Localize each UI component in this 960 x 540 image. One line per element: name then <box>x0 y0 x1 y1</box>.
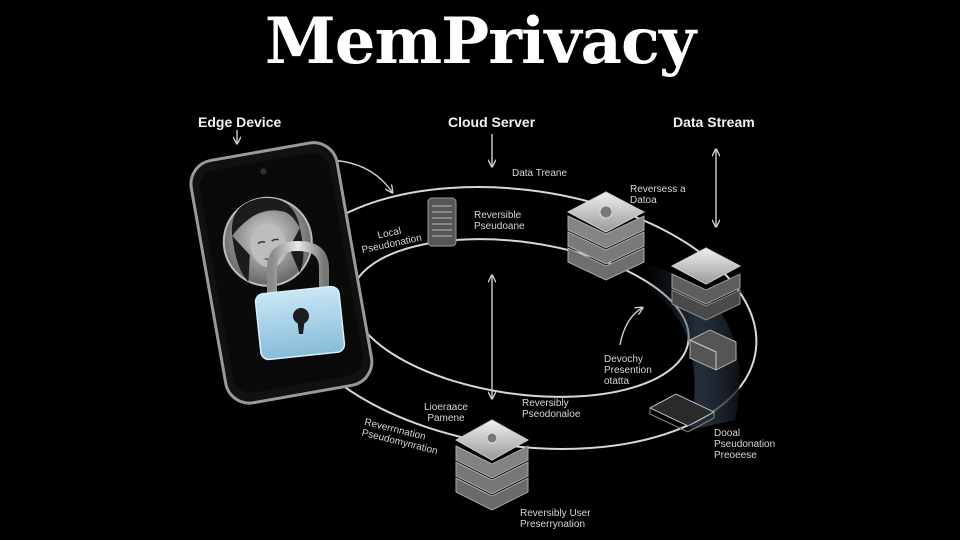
label-reversibly-user: Reversibly User Preserrynation <box>520 508 591 530</box>
label-reversibly-pseodonaloe: Reversibly Pseodonaloe <box>522 398 581 420</box>
storage-box-icon <box>689 329 737 371</box>
storage-panel-icon <box>648 393 716 433</box>
label-lioeraace-pamene: Lioeraace Pamene <box>424 402 468 424</box>
padlock-icon <box>254 240 346 361</box>
cloud-server-heading: Cloud Server <box>448 114 536 130</box>
label-devochy-presention: Devochy Presention otatta <box>604 354 652 387</box>
data-stream-heading: Data Stream <box>673 114 755 130</box>
server-stack-icon <box>454 419 530 511</box>
label-data-treane: Data Treane <box>512 168 568 179</box>
arrow-icon <box>237 130 716 398</box>
page-title: MemPrivacy <box>264 4 696 79</box>
label-reversible-pseudoane: Reversible Pseudoane <box>474 210 525 232</box>
chip-icon <box>427 197 457 247</box>
server-stack-icon <box>670 247 742 321</box>
label-reversess-data: Reversess a Datoa <box>630 184 686 206</box>
label-dooal-pseudonation: Dooal Pseudonation Preoeese <box>714 428 776 461</box>
phone-icon <box>189 141 374 405</box>
server-stack-icon <box>566 191 646 281</box>
edge-device-heading: Edge Device <box>198 114 282 130</box>
